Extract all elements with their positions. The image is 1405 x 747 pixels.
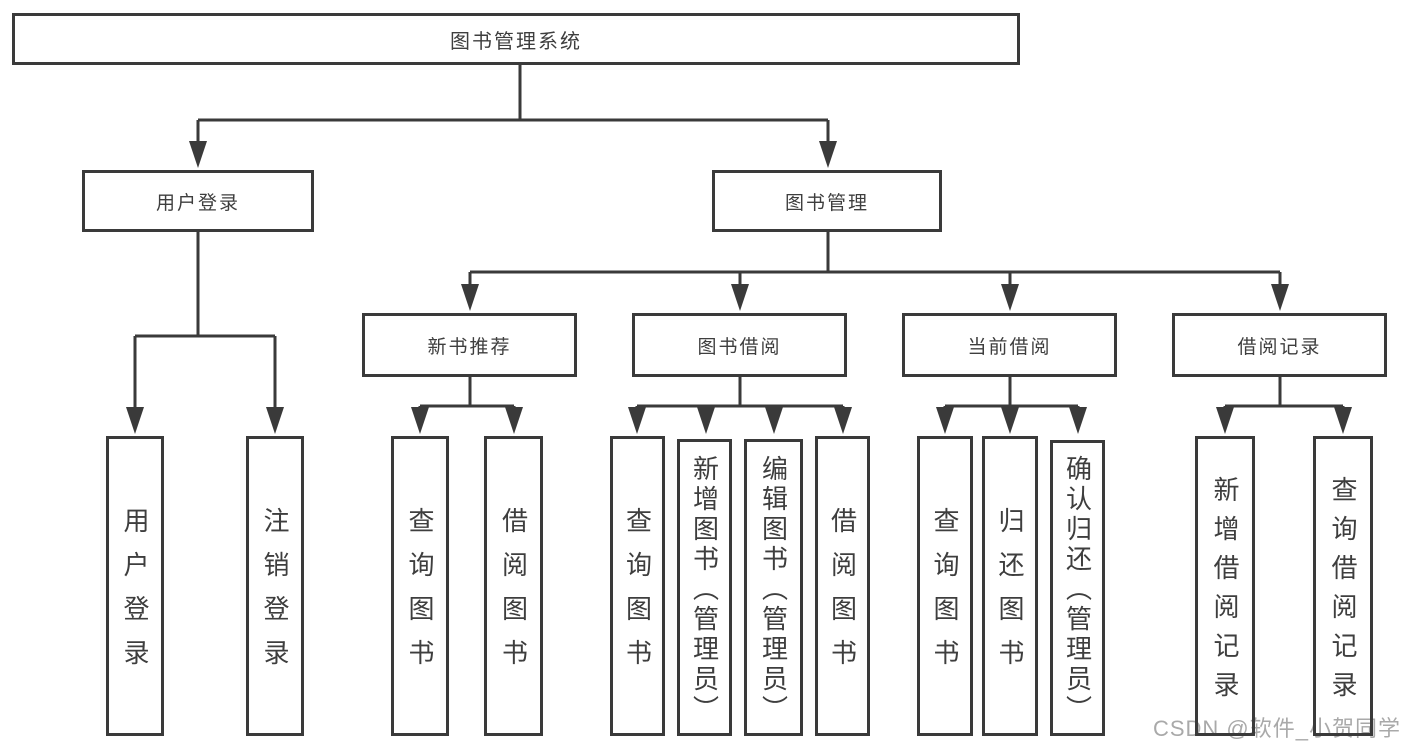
leaf-return-book: 归还图书: [982, 436, 1038, 736]
node-borrow-record: 借阅记录: [1172, 313, 1387, 377]
node-user-login: 用户登录: [82, 170, 314, 232]
node-label: 新书推荐: [427, 336, 512, 358]
leaf-logout: 注销登录: [246, 436, 304, 736]
node-label: 借阅图书: [498, 507, 529, 683]
node-label: 查询借阅记录: [1328, 475, 1358, 710]
leaf-borrow-books: 借阅图书: [815, 436, 870, 736]
node-label: 查询图书: [930, 507, 960, 683]
arrowhead-icons: [126, 141, 1352, 434]
node-label: 借阅记录: [1237, 336, 1322, 358]
node-new-book-recommend: 新书推荐: [362, 313, 577, 377]
leaf-query-books-recommend: 查询图书: [391, 436, 449, 736]
node-label: 编辑图书（管理员）: [758, 454, 789, 725]
node-label: 查询图书: [405, 507, 435, 683]
node-label: 当前借阅: [967, 336, 1052, 358]
node-label: 查询图书: [622, 507, 653, 683]
leaf-query-books-current: 查询图书: [917, 436, 973, 736]
node-current-borrow: 当前借阅: [902, 313, 1117, 377]
leaf-borrow-books-recommend: 借阅图书: [484, 436, 543, 736]
node-label: 图书管理系统: [450, 30, 582, 53]
leaf-user-login: 用户登录: [106, 436, 164, 736]
node-label: 图书借阅: [697, 336, 782, 358]
leaf-confirm-return-admin: 确认归还（管理员）: [1050, 440, 1105, 736]
node-label: 确认归还（管理员）: [1062, 455, 1093, 725]
watermark: CSDN @软件_小贺同学: [1152, 716, 1401, 741]
node-book-borrow: 图书借阅: [632, 313, 847, 377]
leaf-add-book-admin: 新增图书（管理员）: [677, 439, 732, 736]
node-library-management-system: 图书管理系统: [12, 13, 1020, 65]
leaf-query-books-borrow: 查询图书: [610, 436, 665, 736]
leaf-add-borrow-record: 新增借阅记录: [1195, 436, 1255, 736]
node-label: 归还图书: [995, 507, 1025, 683]
leaf-edit-book-admin: 编辑图书（管理员）: [744, 439, 803, 736]
node-label: 图书管理: [784, 192, 869, 214]
node-label: 借阅图书: [827, 507, 858, 683]
node-label: 用户登录: [120, 507, 150, 683]
node-book-management: 图书管理: [712, 170, 942, 232]
leaf-query-borrow-record: 查询借阅记录: [1313, 436, 1373, 736]
node-label: 注销登录: [260, 507, 290, 683]
node-label: 新增图书（管理员）: [689, 454, 720, 725]
node-label: 用户登录: [155, 192, 240, 214]
node-label: 新增借阅记录: [1210, 475, 1240, 710]
